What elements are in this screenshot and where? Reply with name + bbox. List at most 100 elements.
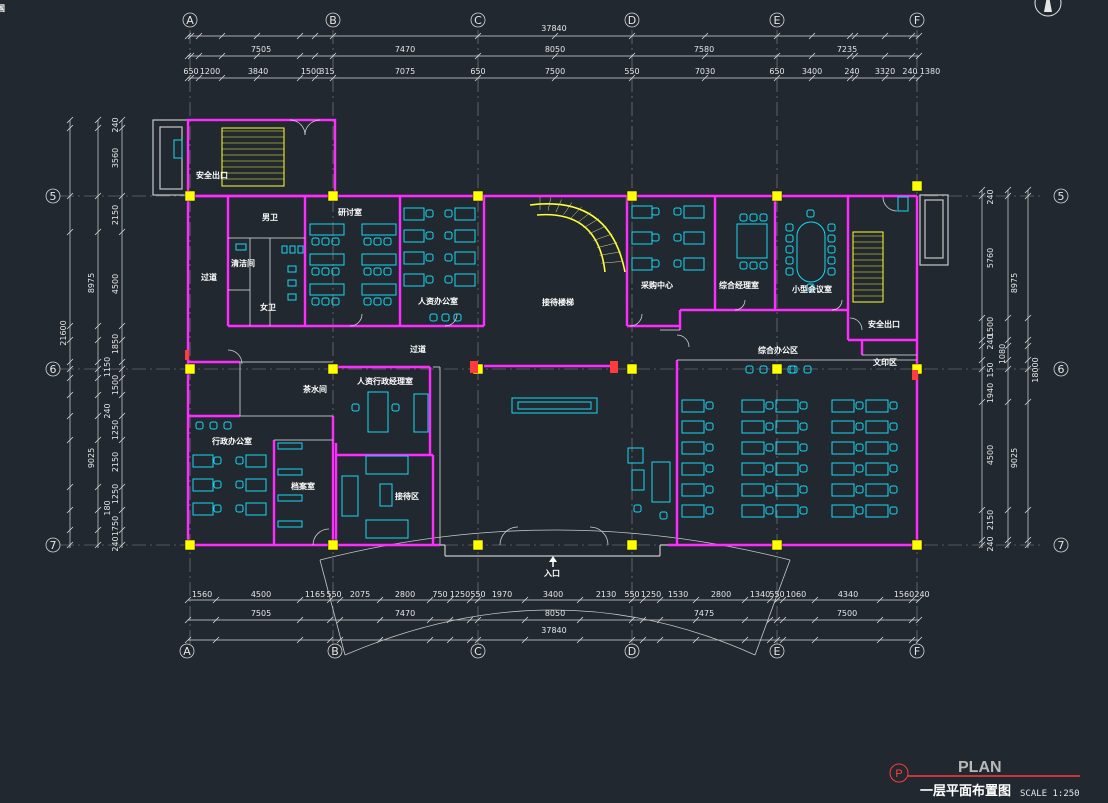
dim-label: 4500 (111, 274, 120, 294)
desk (403, 229, 425, 243)
chair (806, 283, 815, 292)
desk (192, 502, 214, 516)
dim-tick (118, 358, 126, 366)
dim-tick (336, 616, 344, 624)
dim-tick (336, 636, 344, 644)
dim-tick (1004, 398, 1012, 406)
desk (309, 283, 345, 296)
dim-tick (1004, 342, 1012, 350)
desk (245, 502, 267, 516)
dim-tick (576, 596, 584, 604)
nw-staircase (221, 127, 285, 187)
dim-tick (1024, 192, 1032, 200)
chair (855, 443, 864, 452)
dim-tick (94, 483, 102, 491)
dim-tick (326, 616, 334, 624)
dim-tick (908, 616, 916, 624)
dim-label: 8975 (87, 273, 96, 293)
chair (785, 223, 794, 232)
entrance-arrow-icon (549, 556, 557, 567)
dim-label: 1970 (492, 590, 512, 599)
dim-tick (978, 342, 986, 350)
dim-label: 550 (624, 67, 639, 76)
dim-tick (118, 483, 126, 491)
dim-label: 1080 (998, 344, 1007, 364)
dim-tick (881, 74, 889, 82)
dim-tick (187, 74, 195, 82)
dim-label: 240 (986, 334, 995, 349)
structural-column (472, 190, 484, 202)
dim-tick (1004, 186, 1012, 194)
dim-label: 550 (326, 590, 341, 599)
exit-markers (185, 350, 918, 380)
drawing-scale: SCALE 1:250 (1020, 789, 1080, 799)
dim-tick (296, 616, 304, 624)
dim-tick (474, 52, 482, 60)
stair-step (588, 225, 607, 235)
dimension-frames (69, 35, 1029, 641)
chair (444, 253, 453, 262)
desk (403, 273, 425, 287)
dim-label: 2800 (711, 590, 731, 599)
dim-tick (212, 616, 220, 624)
chair (855, 464, 864, 473)
chair (195, 421, 204, 430)
desk (454, 229, 476, 243)
dim-label: 4340 (838, 590, 858, 599)
dim-tick (336, 596, 344, 604)
dim-tick (466, 596, 474, 604)
dim-label: 7475 (694, 609, 714, 618)
dim-label: 7505 (251, 45, 271, 54)
chair (765, 506, 774, 515)
dim-label: 1165 (305, 590, 325, 599)
dim-tick (1024, 356, 1032, 364)
dim-label: 7580 (694, 45, 714, 54)
desk (831, 462, 855, 476)
chair (383, 267, 392, 276)
dim-tick (66, 391, 74, 399)
chair (749, 213, 758, 222)
chair (799, 422, 808, 431)
drawing-title: 一层平面布置图 (920, 783, 1011, 799)
dim-tick (1024, 536, 1032, 544)
dim-tick (741, 636, 749, 644)
dim-tick (474, 74, 482, 82)
dim-tick (94, 391, 102, 399)
dim-tick (628, 74, 636, 82)
desk (309, 223, 345, 236)
dim-tick (296, 52, 304, 60)
dim-tick (94, 506, 102, 514)
dim-tick (576, 636, 584, 644)
dim-tick (195, 32, 203, 40)
chair (441, 313, 450, 322)
dim-tick (118, 412, 126, 420)
desk (831, 420, 855, 434)
dim-tick (881, 52, 889, 60)
dim-tick (808, 74, 816, 82)
chair (429, 313, 438, 322)
dim-tick (656, 596, 664, 604)
axis-label-5-left: 5 (50, 190, 57, 203)
chair (373, 267, 382, 276)
chair (351, 403, 360, 412)
chair (363, 267, 372, 276)
dim-tick (908, 596, 916, 604)
axis-bubbles-bottom (179, 643, 925, 659)
dim-label: 3400 (543, 590, 563, 599)
dim-tick (195, 52, 203, 60)
dim-tick (908, 32, 916, 40)
dim-label: 7075 (395, 67, 415, 76)
room-label-purchasing: 采购中心 (640, 280, 673, 290)
dim-tick (978, 541, 986, 549)
chair (444, 231, 453, 240)
dim-tick (876, 596, 884, 604)
dim-tick (1004, 506, 1012, 514)
chair (749, 261, 758, 270)
dim-tick (915, 596, 923, 604)
chair (889, 443, 898, 452)
dim-label: 4500 (251, 590, 271, 599)
dim-label: 1340 (750, 590, 770, 599)
dim-label: 240 (111, 117, 120, 132)
dim-label: 21600 (59, 320, 68, 345)
dim-tick (184, 616, 192, 624)
